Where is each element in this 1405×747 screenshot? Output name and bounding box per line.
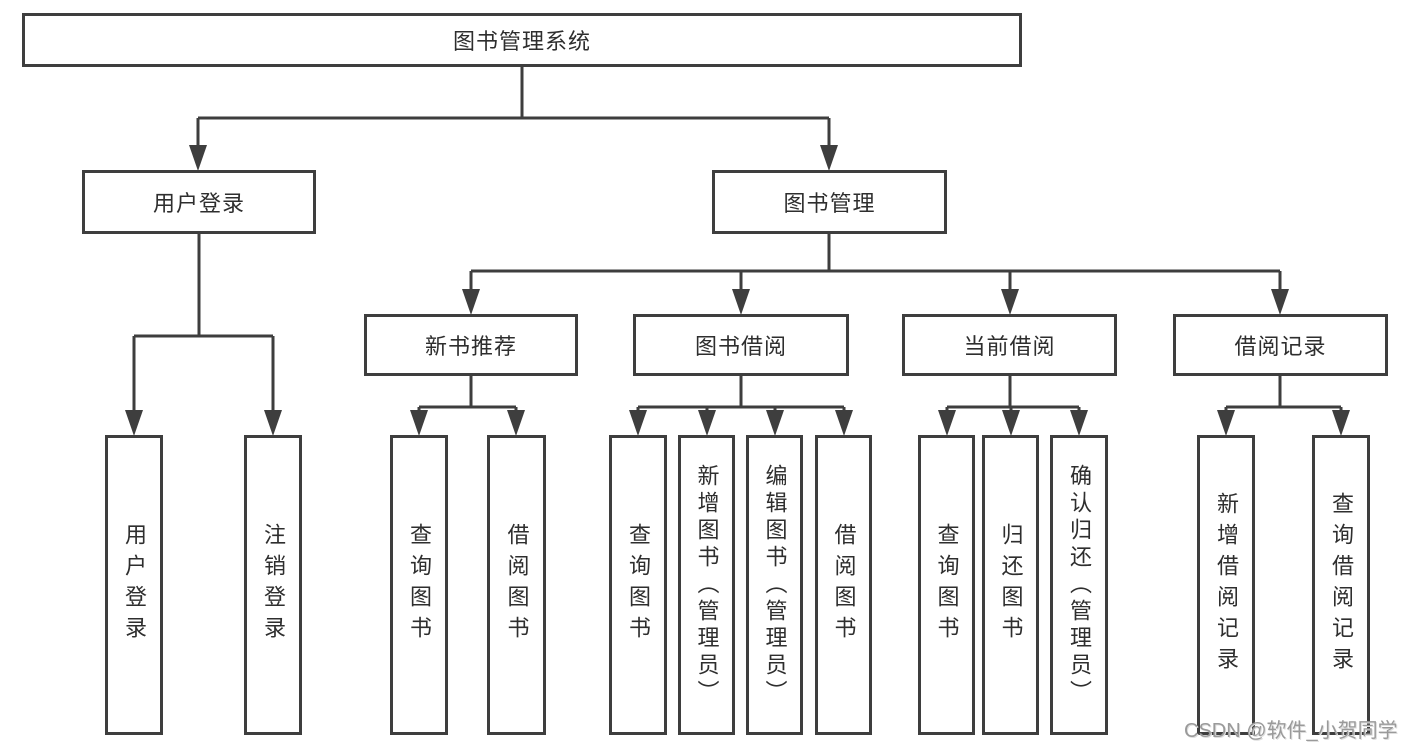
leaf-add-book-admin: 新增图书（管理员） bbox=[678, 435, 735, 735]
leaf-label: 查询图书 bbox=[407, 523, 432, 647]
node-new-book-recommend: 新书推荐 bbox=[364, 314, 578, 376]
leaf-return-books: 归还图书 bbox=[982, 435, 1039, 735]
leaf-label: 查询借阅记录 bbox=[1329, 492, 1354, 678]
node-book-borrow: 图书借阅 bbox=[633, 314, 849, 376]
leaf-query-borrow-record: 查询借阅记录 bbox=[1312, 435, 1370, 735]
leaf-borrow-books-2: 借阅图书 bbox=[815, 435, 872, 735]
leaf-query-books-2: 查询图书 bbox=[609, 435, 667, 735]
leaf-add-borrow-record: 新增借阅记录 bbox=[1197, 435, 1255, 735]
leaf-borrow-books-1: 借阅图书 bbox=[487, 435, 546, 735]
leaf-label: 注销登录 bbox=[261, 523, 286, 647]
leaf-logout: 注销登录 bbox=[244, 435, 302, 735]
node-book-management: 图书管理 bbox=[712, 170, 947, 234]
leaf-query-books-3: 查询图书 bbox=[918, 435, 975, 735]
leaf-query-books-1: 查询图书 bbox=[390, 435, 448, 735]
leaf-confirm-return-admin: 确认归还（管理员） bbox=[1050, 435, 1108, 735]
leaf-user-login: 用户登录 bbox=[105, 435, 163, 735]
leaf-label: 新增借阅记录 bbox=[1214, 492, 1239, 678]
leaf-label: 归还图书 bbox=[998, 523, 1024, 647]
node-borrow-records: 借阅记录 bbox=[1173, 314, 1388, 376]
leaf-label: 借阅图书 bbox=[504, 523, 530, 647]
leaf-label: 查询图书 bbox=[626, 523, 651, 647]
leaf-edit-book-admin: 编辑图书（管理员） bbox=[746, 435, 803, 735]
leaf-label: 用户登录 bbox=[122, 523, 147, 647]
csdn-watermark: CSDN @软件_小贺同学 bbox=[1184, 720, 1398, 742]
leaf-label: 确认归还（管理员） bbox=[1067, 463, 1092, 707]
node-library-system: 图书管理系统 bbox=[22, 13, 1022, 67]
leaf-label: 查询图书 bbox=[934, 523, 960, 647]
leaf-label: 编辑图书（管理员） bbox=[762, 463, 788, 707]
leaf-label: 新增图书（管理员） bbox=[694, 463, 720, 707]
node-current-borrow: 当前借阅 bbox=[902, 314, 1117, 376]
node-user-login: 用户登录 bbox=[82, 170, 316, 234]
leaf-label: 借阅图书 bbox=[831, 523, 857, 647]
